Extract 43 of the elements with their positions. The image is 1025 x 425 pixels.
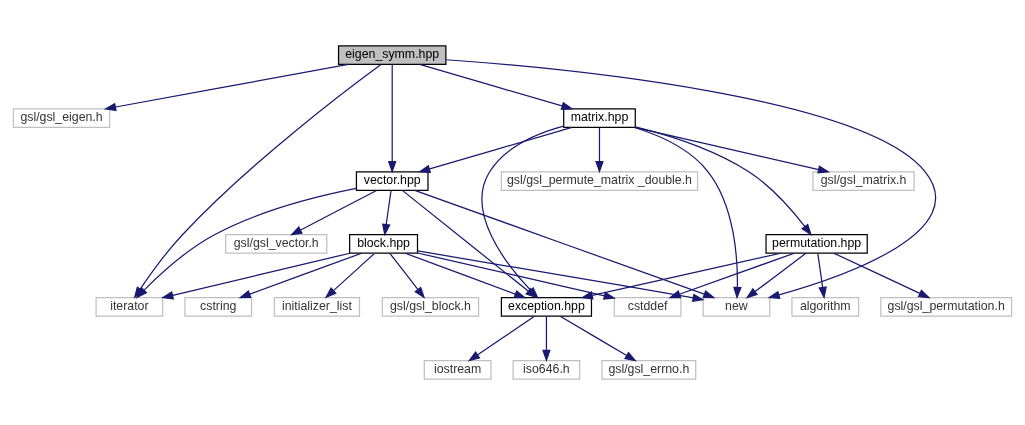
- arrow: [745, 252, 807, 299]
- node-box: cstddef: [613, 297, 682, 317]
- arrow: [289, 189, 378, 236]
- arrow: [419, 63, 574, 111]
- node-box: gsl/gsl_errno.h: [601, 359, 697, 380]
- arrow: [404, 252, 527, 299]
- arrow: [668, 252, 795, 299]
- node-box: eigen_symm.hpp: [337, 45, 447, 66]
- node-box: iso646.h: [512, 359, 581, 380]
- node-box: gsl/gsl_block.h: [381, 297, 480, 317]
- arrow: [381, 190, 392, 237]
- arrow: [634, 126, 812, 236]
- arrow: [324, 253, 375, 299]
- arrow: [833, 252, 931, 299]
- arrow: [389, 253, 426, 299]
- node-box: iostream: [423, 359, 492, 380]
- arrow: [387, 63, 397, 174]
- arrow: [633, 126, 742, 300]
- node-box: gsl/gsl_eigen.h: [12, 108, 111, 128]
- node-box: vector.hpp: [355, 171, 429, 191]
- node-box: gsl/gsl_vector.h: [225, 234, 328, 254]
- arrow: [580, 252, 782, 300]
- node-box: gsl/gsl_permutation.h: [880, 297, 1013, 317]
- node-box: gsl/gsl_permute_matrix _double.h: [500, 171, 699, 191]
- arrow: [467, 315, 536, 362]
- node-box: permutation.hpp: [765, 234, 868, 254]
- arrow: [103, 63, 349, 112]
- arrow: [238, 252, 363, 299]
- arrow: [595, 127, 604, 174]
- node-box: iterator: [95, 297, 164, 317]
- node-box: algorithm: [791, 297, 860, 317]
- arrow: [161, 252, 351, 300]
- arrow: [418, 126, 573, 173]
- node-box: block.hpp: [349, 234, 419, 254]
- node-box: matrix.hpp: [563, 108, 636, 128]
- arrow: [817, 253, 827, 300]
- node-box: initializer_list: [273, 297, 361, 317]
- node-box: new: [702, 297, 771, 317]
- node-box: exception.hpp: [500, 297, 593, 317]
- node-box: cstring: [184, 297, 253, 317]
- arrow: [559, 315, 637, 362]
- arrow: [542, 315, 551, 363]
- node-box: gsl/gsl_matrix.h: [812, 171, 915, 191]
